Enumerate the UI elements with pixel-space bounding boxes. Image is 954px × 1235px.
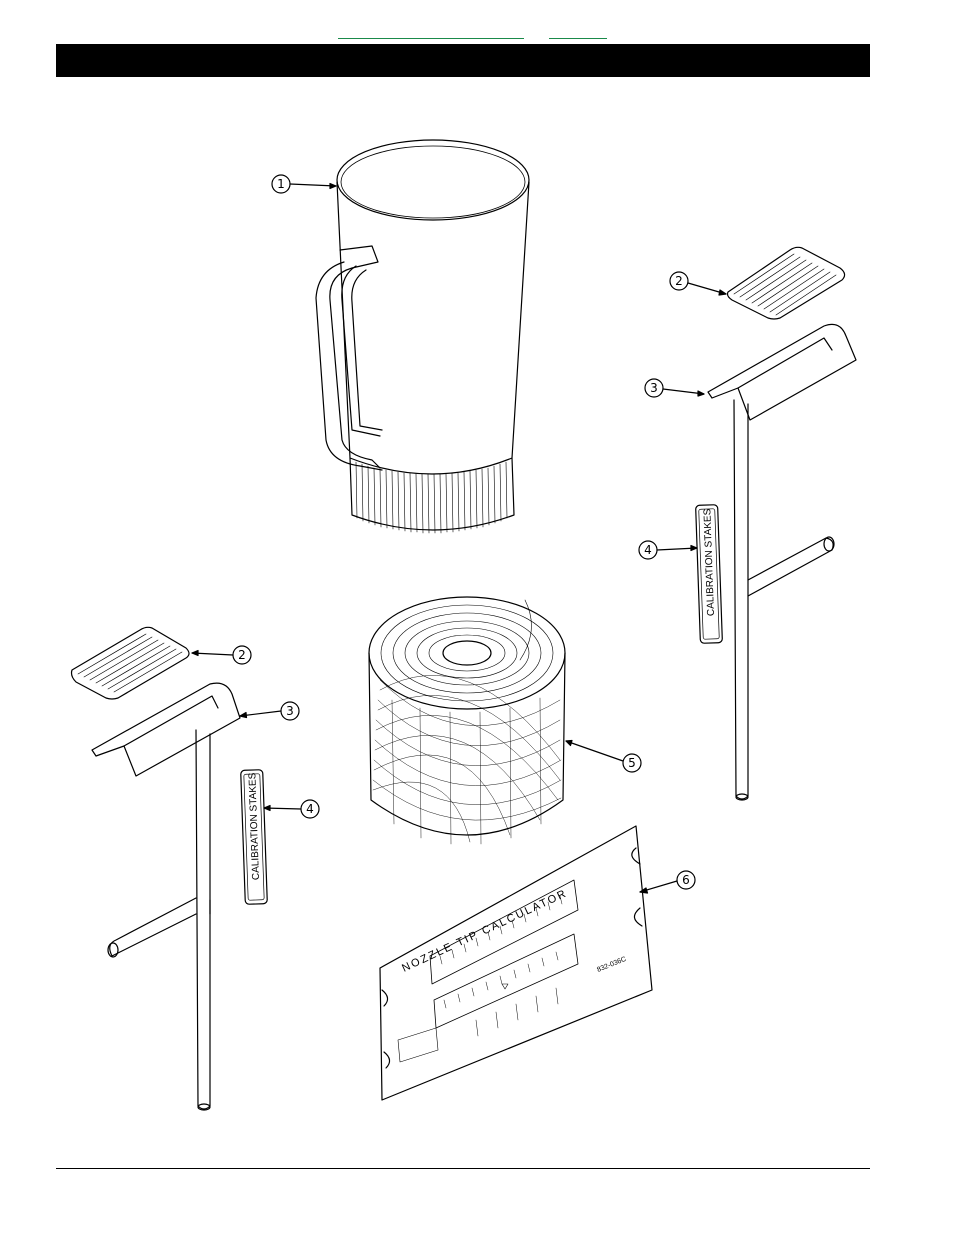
calculator-title: NOZZLE TIP CALCULATOR	[400, 887, 569, 974]
calculator-part-number: 832-036C	[596, 956, 627, 974]
calculator-card-icon: NOZZLE TIP CALCULATOR 832-036C	[380, 826, 652, 1100]
stake-label-right: CALIBRATION STAKES	[702, 508, 717, 616]
reflector-pad-icon	[72, 627, 190, 699]
stake-icon	[708, 324, 856, 800]
label-plate-icon: CALIBRATION STAKES	[696, 505, 723, 644]
callout-2-right-number: 2	[675, 274, 683, 288]
callout-3-left-number: 3	[286, 704, 294, 718]
tape-roll-icon	[369, 597, 565, 844]
callout-6-number: 6	[682, 873, 690, 887]
callout-numbers: 1 2 3 4 2 3 4 5 6	[238, 177, 690, 887]
stake-label-left: CALIBRATION STAKES	[247, 772, 262, 880]
callout-1-number: 1	[277, 177, 285, 191]
stake-icon	[92, 683, 240, 1110]
label-plate-icon: CALIBRATION STAKES	[241, 770, 268, 905]
callout-5-number: 5	[628, 756, 636, 770]
callout-4-left-number: 4	[306, 802, 314, 816]
callout-4-right-number: 4	[644, 543, 652, 557]
reflector-pad-icon	[728, 247, 845, 319]
callout-3-right-number: 3	[650, 381, 658, 395]
callout-2-left-number: 2	[238, 648, 246, 662]
footer-rule	[56, 1168, 870, 1169]
measuring-pitcher-icon	[316, 140, 529, 533]
